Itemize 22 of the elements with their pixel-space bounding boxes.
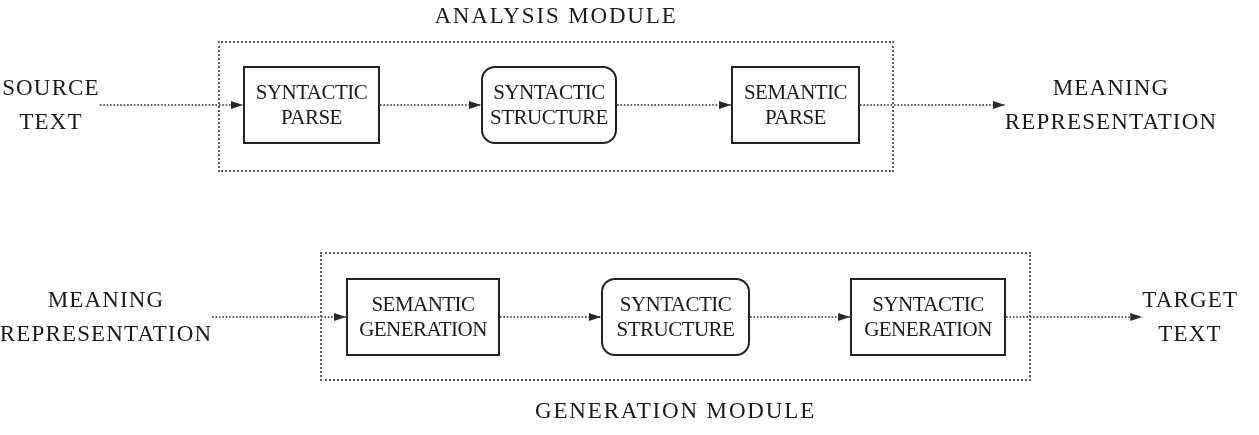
text-label: MEANING REPRESENTATION	[0, 283, 213, 351]
text-label: MEANING REPRESENTATION	[1004, 71, 1218, 139]
module-title: ANALYSIS MODULE	[434, 3, 678, 29]
text-label: SOURCE TEXT	[2, 71, 100, 139]
arrow	[749, 313, 851, 321]
arrow	[616, 101, 732, 109]
process-box	[850, 278, 1006, 356]
arrow	[211, 313, 347, 321]
node-label: SYNTACTIC PARSE	[254, 80, 369, 130]
arrow	[99, 101, 244, 109]
node-label: SEMANTIC PARSE	[742, 80, 849, 130]
node-label: SEMANTIC GENERATION	[358, 292, 488, 342]
process-box	[346, 278, 500, 356]
node-label: SYNTACTIC STRUCTURE	[615, 292, 736, 342]
node-label: SYNTACTIC STRUCTURE	[489, 80, 609, 130]
node-label: SYNTACTIC GENERATION	[863, 292, 993, 342]
rounded-box	[481, 66, 617, 144]
text-label: TARGET TEXT	[1142, 283, 1238, 351]
rounded-box	[601, 278, 750, 356]
process-box	[731, 66, 860, 144]
process-box	[243, 66, 380, 144]
module-title: GENERATION MODULE	[534, 398, 817, 424]
